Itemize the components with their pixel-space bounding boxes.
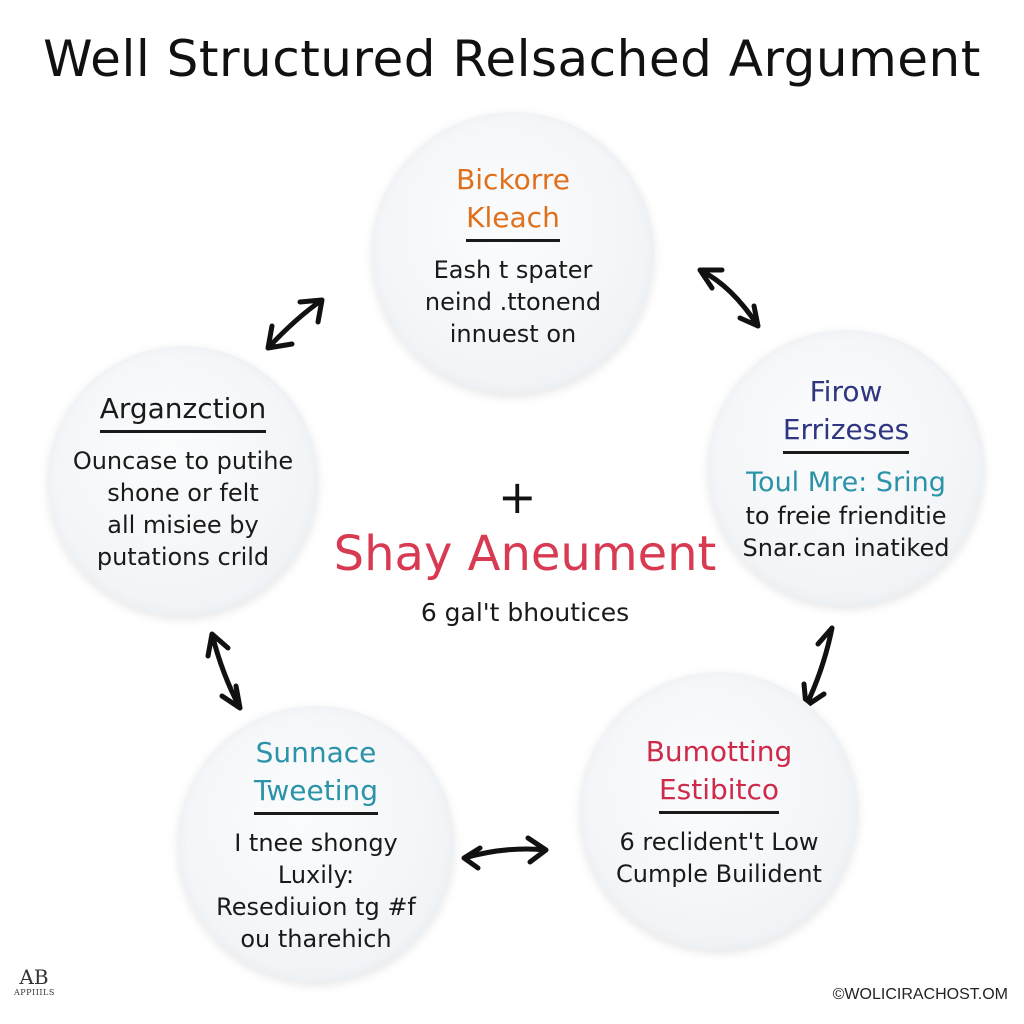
node-bottom-left-heading-2: Tweeting bbox=[253, 772, 379, 815]
node-right: Firow Errizeses Toul Mre: Sring to freie… bbox=[708, 330, 984, 606]
arrow-left-top bbox=[265, 297, 325, 351]
node-bottom-left-line-1: I tnee shongy bbox=[234, 828, 398, 857]
node-bottom-left-line-4: ou tharehich bbox=[240, 924, 392, 953]
node-top-line-3: innuest on bbox=[449, 319, 577, 348]
node-right-line-1: to freie frienditie bbox=[745, 501, 947, 530]
node-left-line-4: putations crild bbox=[96, 542, 270, 571]
node-left-line-2: shone or felt bbox=[107, 478, 259, 507]
diagram-title: Well Structured Relsached Argument bbox=[43, 30, 981, 88]
logo-mark: AB bbox=[19, 965, 49, 989]
center-plus-icon: + bbox=[498, 470, 537, 524]
node-top: Bickorre Kleach Eash t spater neind .tto… bbox=[372, 112, 654, 394]
node-right-subheading: Toul Mre: Sring bbox=[746, 466, 946, 498]
node-top-heading-2: Kleach bbox=[466, 199, 560, 242]
arrow-bottomleft-bottomright bbox=[461, 835, 549, 871]
node-top-line-1: Eash t spater bbox=[433, 255, 593, 284]
arrow-right-bottomright bbox=[801, 625, 835, 709]
arrow-top-right bbox=[697, 267, 761, 329]
node-bottom-left-line-3: Resediuion tg #f bbox=[216, 892, 416, 921]
node-left-line-1: Ouncase to putihe bbox=[72, 446, 294, 475]
node-bottom-right-line-1: 6 reclident't Low bbox=[619, 827, 819, 856]
node-top-line-2: neind .ttonend bbox=[424, 287, 602, 316]
node-right-heading-2: Errizeses bbox=[782, 411, 910, 454]
node-left: Arganzction Ouncase to putihe shone or f… bbox=[48, 346, 318, 616]
node-bottom-right: Bumotting Estibitco 6 reclident't Low Cu… bbox=[580, 672, 858, 950]
arrow-left-bottomleft bbox=[205, 631, 243, 711]
node-bottom-left: Sunnace Tweeting I tnee shongy Luxily: R… bbox=[178, 706, 454, 982]
node-bottom-right-heading-2: Estibitco bbox=[658, 771, 780, 814]
logo-text: APPIIILS bbox=[14, 988, 55, 997]
node-right-heading-1: Firow bbox=[809, 374, 883, 408]
credit-text: ©WOLICIRACHOST.OM bbox=[832, 986, 1008, 1003]
node-left-heading: Arganzction bbox=[99, 390, 267, 433]
center-subtitle: 6 gal't bhoutices bbox=[420, 598, 630, 627]
node-bottom-right-heading-1: Bumotting bbox=[645, 734, 793, 768]
node-bottom-left-heading-1: Sunnace bbox=[255, 735, 377, 769]
node-top-heading-1: Bickorre bbox=[456, 162, 570, 196]
node-left-line-3: all misiee by bbox=[107, 510, 259, 539]
node-bottom-right-line-2: Cumple Builident bbox=[616, 859, 822, 888]
node-bottom-left-line-2: Luxily: bbox=[277, 860, 355, 889]
node-right-line-2: Snar.can inatiked bbox=[742, 533, 950, 562]
brand-logo: AB APPIIILS bbox=[14, 966, 54, 998]
center-title: Shay Aneument bbox=[333, 526, 717, 582]
